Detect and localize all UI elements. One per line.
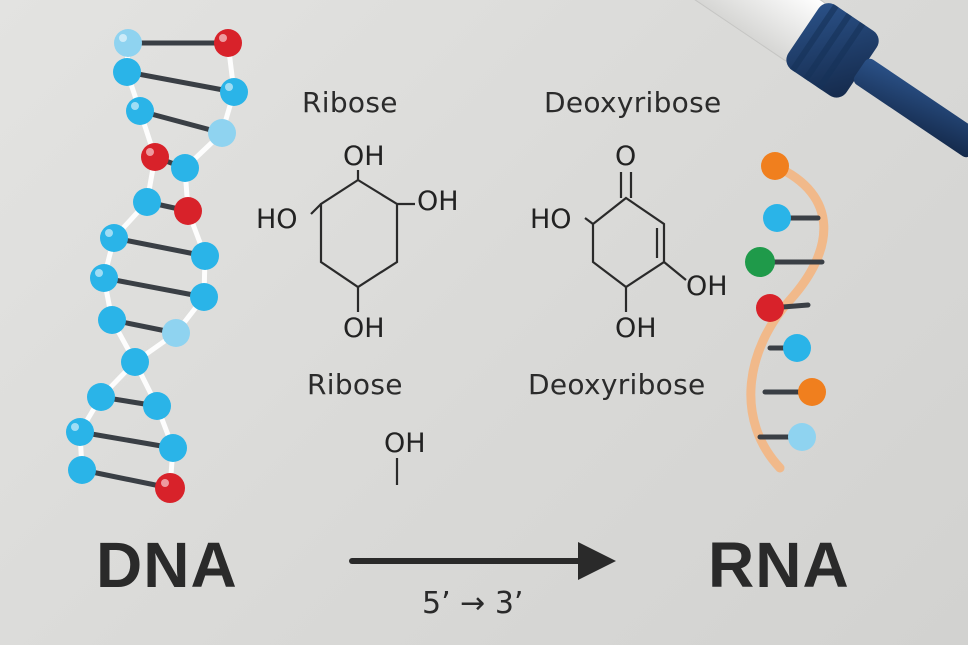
ribose-oh-right: OH [417, 186, 459, 217]
ribose-oh-bottom: OH [343, 313, 385, 344]
rna-label: RNA [708, 529, 850, 601]
ribose-label-top: Ribose [302, 86, 398, 119]
fragment-oh: OH [384, 428, 426, 459]
dna-nucleotide-beads [66, 29, 248, 503]
direction-label: 5’ → 3’ [422, 586, 524, 621]
dna-label: DNA [96, 529, 238, 601]
deoxyribose-label-top: Deoxyribose [544, 86, 722, 119]
ribose-label-bottom: Ribose [307, 368, 403, 401]
deoxyribose-oh-right: OH [686, 271, 728, 302]
rna-backbone [746, 161, 829, 473]
deoxyribose-label-bottom: Deoxyribose [528, 368, 706, 401]
ribose-ho-left: HO [256, 204, 298, 235]
deoxyribose-o-top: O [615, 141, 637, 172]
rna-nucleotide-beads [745, 152, 826, 451]
ribose-oh-top: OH [343, 141, 385, 172]
deoxyribose-ho-left: HO [530, 204, 572, 235]
deoxyribose-oh-bottom: OH [615, 313, 657, 344]
